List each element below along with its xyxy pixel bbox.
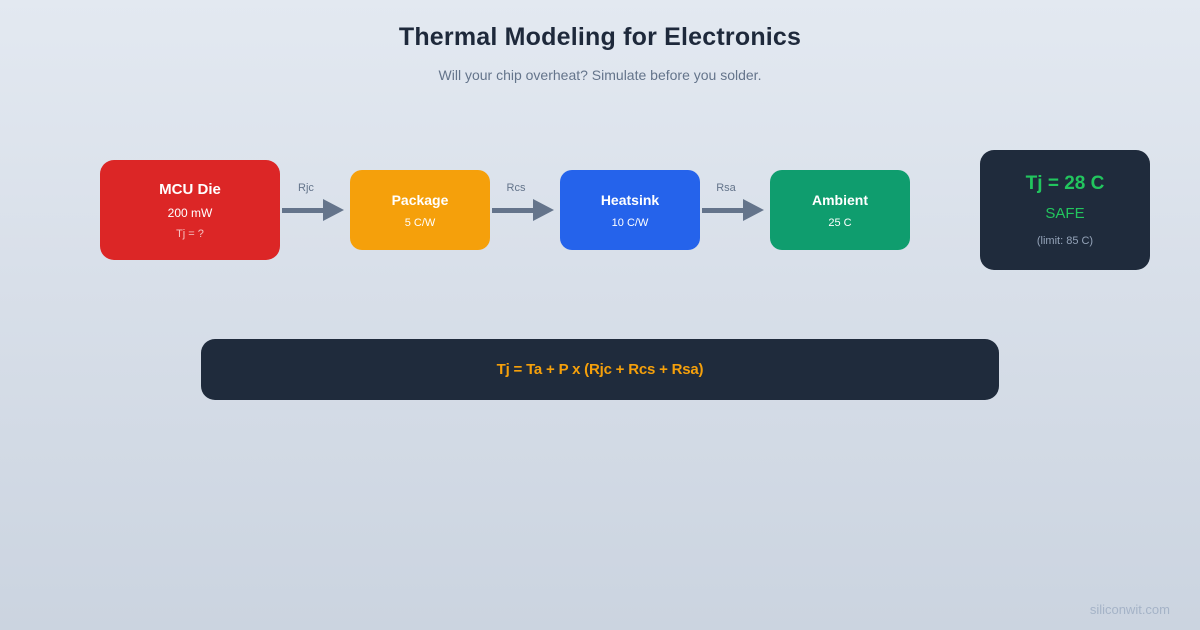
- result-limit-note: (limit: 85 C): [1036, 235, 1094, 247]
- arrow-line: [702, 208, 746, 213]
- node-heatsink-resistance: 10 C/W: [611, 216, 649, 229]
- arrow-rsa-label: Rsa: [716, 182, 736, 194]
- node-ambient: Ambient 25 C: [770, 170, 910, 250]
- node-mcu-die: MCU Die 200 mW Tj = ?: [100, 160, 280, 260]
- node-ambient-label: Ambient: [812, 191, 868, 208]
- formula-text: Tj = Ta + P x (Rjc + Rcs + Rsa): [496, 361, 704, 378]
- arrow-rsa: Rsa: [702, 182, 764, 222]
- arrow-rjc-label: Rjc: [298, 182, 314, 194]
- result-junction-temp: Tj = 28 C: [1025, 173, 1105, 194]
- page-title: Thermal Modeling for Electronics: [398, 23, 802, 51]
- node-heatsink: Heatsink 10 C/W: [560, 170, 700, 250]
- node-package-label: Package: [391, 191, 449, 208]
- result-card: Tj = 28 C SAFE (limit: 85 C): [980, 150, 1150, 270]
- node-heatsink-label: Heatsink: [600, 191, 660, 208]
- node-package: Package 5 C/W: [350, 170, 490, 250]
- node-mcu-die-tj: Tj = ?: [176, 227, 204, 240]
- node-mcu-die-power: 200 mW: [167, 205, 213, 220]
- node-package-resistance: 5 C/W: [404, 216, 436, 229]
- arrow-head-icon: [533, 199, 554, 221]
- result-status-badge: SAFE: [1045, 205, 1085, 222]
- node-mcu-die-label: MCU Die: [159, 180, 221, 198]
- watermark: siliconwit.com: [1089, 602, 1170, 617]
- arrow-rjc: Rjc: [282, 182, 344, 222]
- arrow-rcs: Rcs: [492, 182, 554, 222]
- arrow-head-icon: [323, 199, 344, 221]
- node-ambient-temp: 25 C: [828, 216, 852, 229]
- arrow-head-icon: [743, 199, 764, 221]
- arrow-line: [282, 208, 326, 213]
- formula-bar: Tj = Ta + P x (Rjc + Rcs + Rsa): [201, 339, 999, 400]
- arrow-line: [492, 208, 536, 213]
- arrow-rcs-label: Rcs: [506, 182, 526, 194]
- page-subtitle: Will your chip overheat? Simulate before…: [438, 67, 762, 83]
